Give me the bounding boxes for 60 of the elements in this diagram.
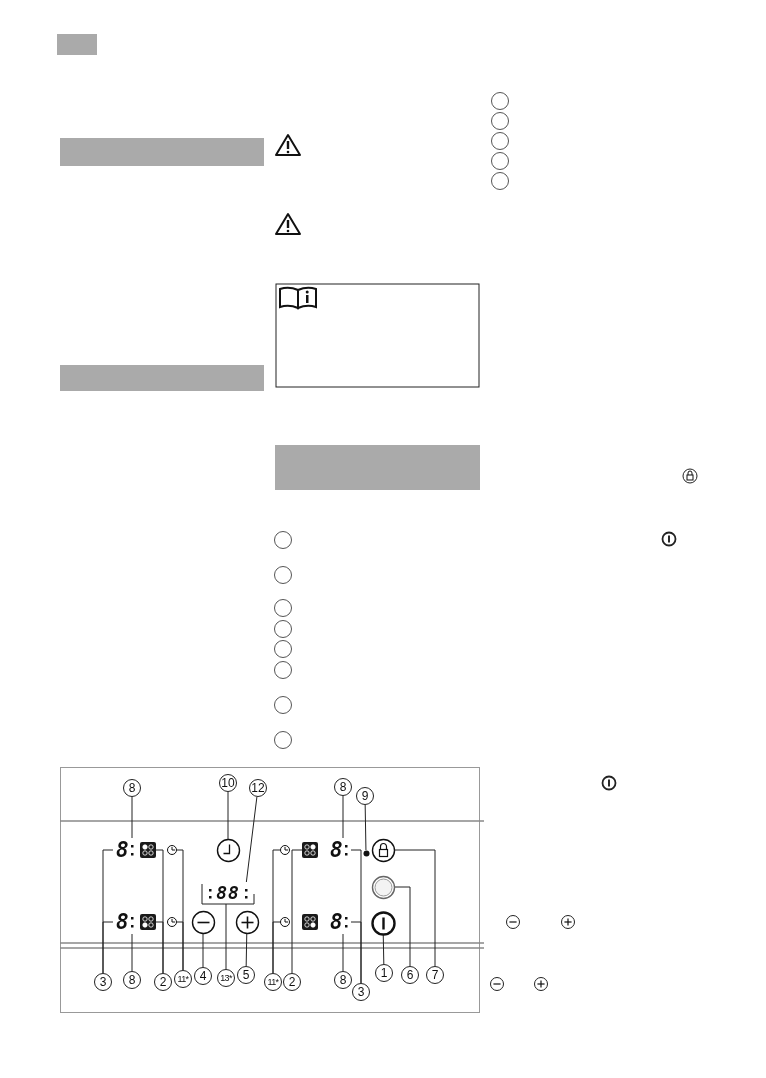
leader-line bbox=[102, 921, 114, 974]
cooking-zone-icon bbox=[140, 914, 156, 930]
callout-number: 11* bbox=[264, 973, 282, 991]
leader-line bbox=[342, 933, 344, 972]
cooking-zone-icon bbox=[140, 842, 156, 858]
timer-indicator-icon bbox=[166, 844, 178, 856]
callout-number: 5 bbox=[237, 966, 255, 984]
heading-band bbox=[60, 138, 264, 166]
timer-indicator-icon bbox=[279, 916, 291, 928]
page-tab bbox=[57, 34, 97, 55]
leader-line bbox=[245, 796, 258, 883]
callout-number: 4 bbox=[194, 967, 212, 985]
indicator-light bbox=[361, 848, 371, 858]
digit-display: 8 bbox=[327, 838, 351, 862]
callout-number: 8 bbox=[123, 779, 141, 797]
digit-display: 8 bbox=[113, 910, 137, 934]
leader-line bbox=[291, 849, 303, 974]
callout-number: 3 bbox=[94, 973, 112, 991]
leader-line bbox=[227, 791, 229, 840]
round-key bbox=[370, 874, 396, 900]
leader-line bbox=[272, 921, 281, 974]
plus-key bbox=[234, 909, 260, 935]
leader-line bbox=[176, 921, 184, 971]
heading-band bbox=[275, 445, 480, 490]
callout-number: 13* bbox=[217, 969, 235, 987]
timer-indicator-icon bbox=[166, 916, 178, 928]
leader-line bbox=[382, 933, 385, 965]
leader-line bbox=[245, 932, 248, 967]
leader-line bbox=[202, 932, 204, 968]
callout-number: 2 bbox=[283, 973, 301, 991]
leader-line bbox=[131, 796, 133, 839]
timer-indicator-icon bbox=[279, 844, 291, 856]
callout-number: 7 bbox=[426, 966, 444, 984]
heading-band bbox=[60, 365, 264, 391]
leader-line bbox=[364, 804, 367, 851]
timer-key bbox=[215, 837, 241, 863]
callout-number: 8 bbox=[123, 971, 141, 989]
leader-line bbox=[342, 795, 344, 839]
callout-number: 3 bbox=[352, 983, 370, 1001]
callout-number: 8 bbox=[334, 778, 352, 796]
power-key bbox=[370, 910, 396, 936]
cooking-zone-icon bbox=[302, 914, 318, 930]
callout-number: 6 bbox=[401, 966, 419, 984]
leader-line bbox=[131, 933, 133, 972]
leader-line bbox=[350, 921, 362, 984]
callout-number: 9 bbox=[356, 787, 374, 805]
digit-display: 88 bbox=[206, 882, 250, 904]
minus-key bbox=[190, 909, 216, 935]
lock-key bbox=[370, 837, 396, 863]
leader-line bbox=[155, 921, 164, 974]
callout-number: 10 bbox=[219, 774, 237, 792]
callout-number: 2 bbox=[154, 973, 172, 991]
leader-line bbox=[225, 903, 227, 970]
callout-number: 8 bbox=[334, 971, 352, 989]
callout-number: 11* bbox=[174, 970, 192, 988]
cooking-zone-icon bbox=[302, 842, 318, 858]
digit-display: 8 bbox=[327, 910, 351, 934]
callout-number: 12 bbox=[249, 779, 267, 797]
digit-display: 8 bbox=[113, 838, 137, 862]
callout-number: 1 bbox=[375, 964, 393, 982]
